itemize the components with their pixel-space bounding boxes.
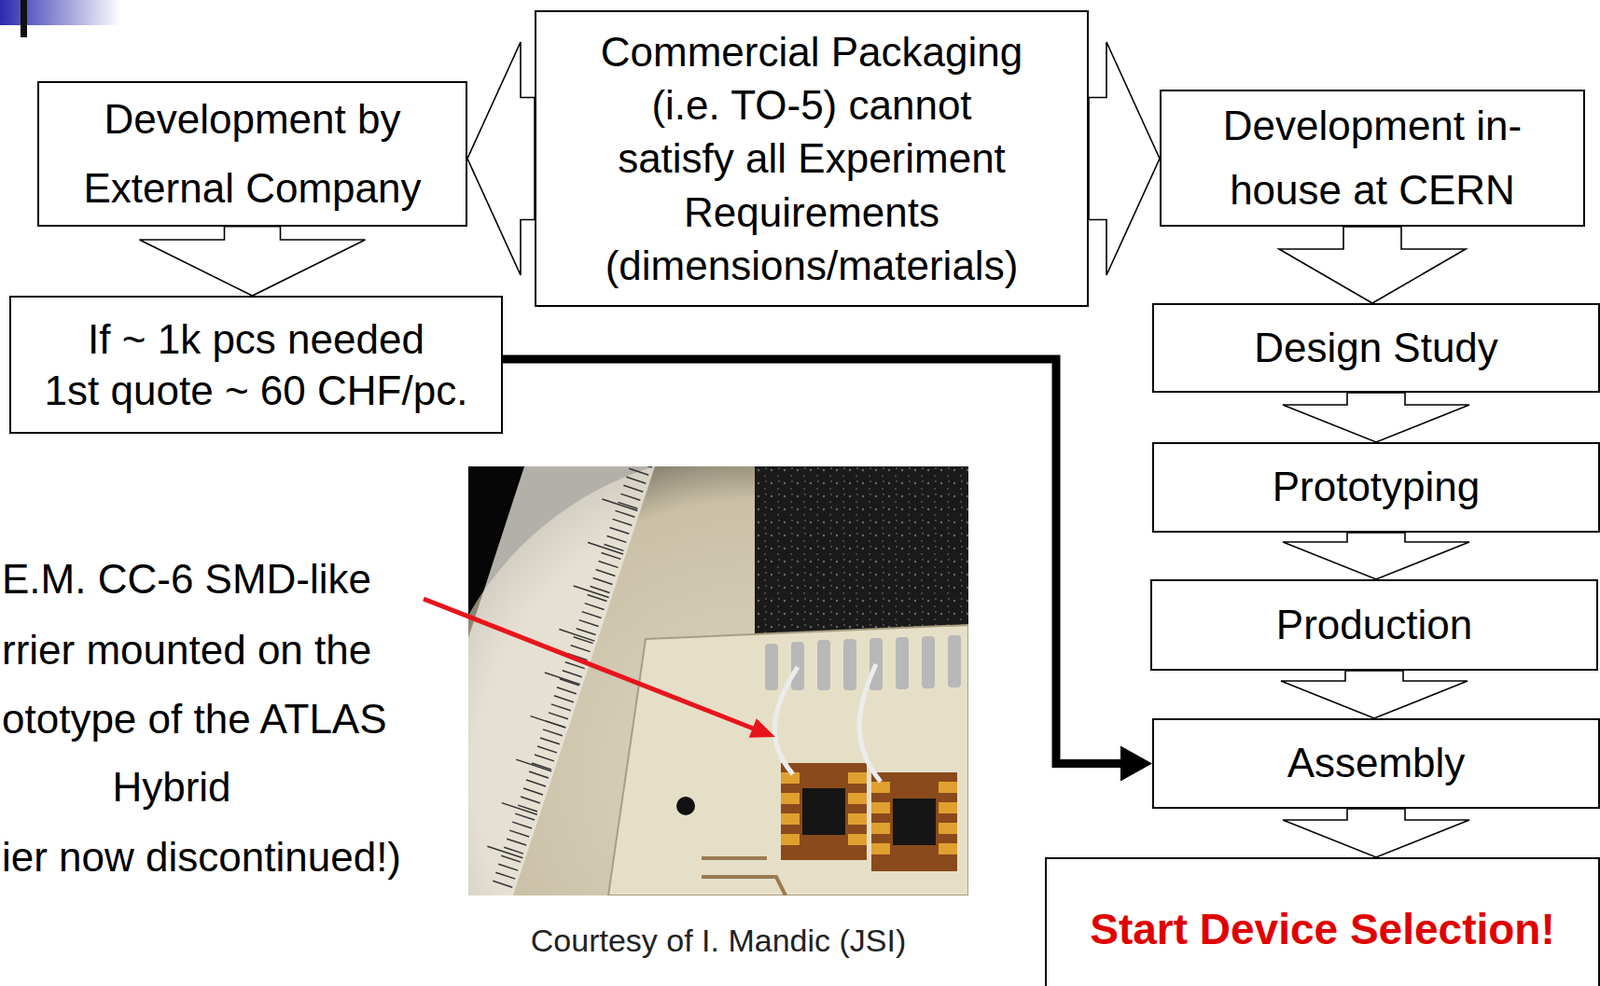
box-text: Start Device Selection!	[1056, 904, 1589, 956]
block-arrow	[1282, 532, 1470, 580]
block-arrow	[139, 226, 366, 296]
block-arrow	[1280, 670, 1468, 719]
box-text: If ~ 1k pcs needed 1st quote ~ 60 CHF/pc…	[20, 313, 492, 417]
box-text: Development by External Company	[50, 84, 455, 223]
block-arrow-shape	[1280, 670, 1468, 719]
process-box: Development by External Company	[37, 81, 468, 227]
annotation-text: rrier mounted on the	[1, 626, 372, 676]
block-arrow-shape	[1282, 392, 1470, 443]
block-arrow-shape	[139, 226, 366, 296]
hybrid-photo	[468, 466, 969, 896]
block-arrow	[1282, 808, 1470, 858]
block-arrow-shape	[467, 41, 535, 276]
annotation-text: Hybrid	[78, 763, 265, 813]
process-box: Production	[1150, 579, 1599, 671]
block-arrow-shape	[1282, 532, 1470, 580]
connector-path	[502, 359, 1123, 764]
block-arrow	[1279, 226, 1466, 304]
annotation-text: E.M. CC-6 SMD-like	[1, 555, 372, 605]
box-text: Assembly	[1163, 738, 1589, 789]
block-arrow	[1282, 392, 1470, 443]
quote-box: If ~ 1k pcs needed 1st quote ~ 60 CHF/pc…	[9, 295, 503, 434]
pointer-arrow	[423, 598, 776, 738]
statement-box: Commercial Packaging (i.e. TO-5) cannot …	[534, 10, 1089, 307]
process-box: Assembly	[1152, 718, 1600, 809]
annotation-text: ototype of the ATLAS	[1, 695, 388, 745]
box-text: Commercial Packaging (i.e. TO-5) cannot …	[592, 25, 1031, 293]
block-arrow-shape	[1279, 226, 1466, 304]
photo-credit: Courtesy of I. Mandic (JSI)	[485, 921, 952, 960]
arrow-head	[1120, 746, 1153, 782]
process-box: Design Study	[1152, 303, 1600, 393]
block-arrow-shape	[1088, 41, 1160, 276]
connector-line	[502, 359, 1153, 781]
box-text: Prototyping	[1163, 462, 1589, 513]
process-box: Prototyping	[1152, 442, 1600, 533]
block-arrow	[1088, 41, 1160, 276]
block-arrow	[467, 41, 535, 276]
box-text: Development in-house at CERN	[1170, 94, 1574, 222]
box-text: Production	[1161, 600, 1587, 651]
box-text: Design Study	[1163, 323, 1589, 374]
process-box: Development in-house at CERN	[1159, 89, 1586, 227]
annotation-text: ier now discontinued!)	[1, 833, 402, 883]
block-arrow-shape	[1282, 808, 1470, 858]
goal-box: Start Device Selection!	[1044, 857, 1600, 986]
logo-bar	[0, 0, 122, 38]
